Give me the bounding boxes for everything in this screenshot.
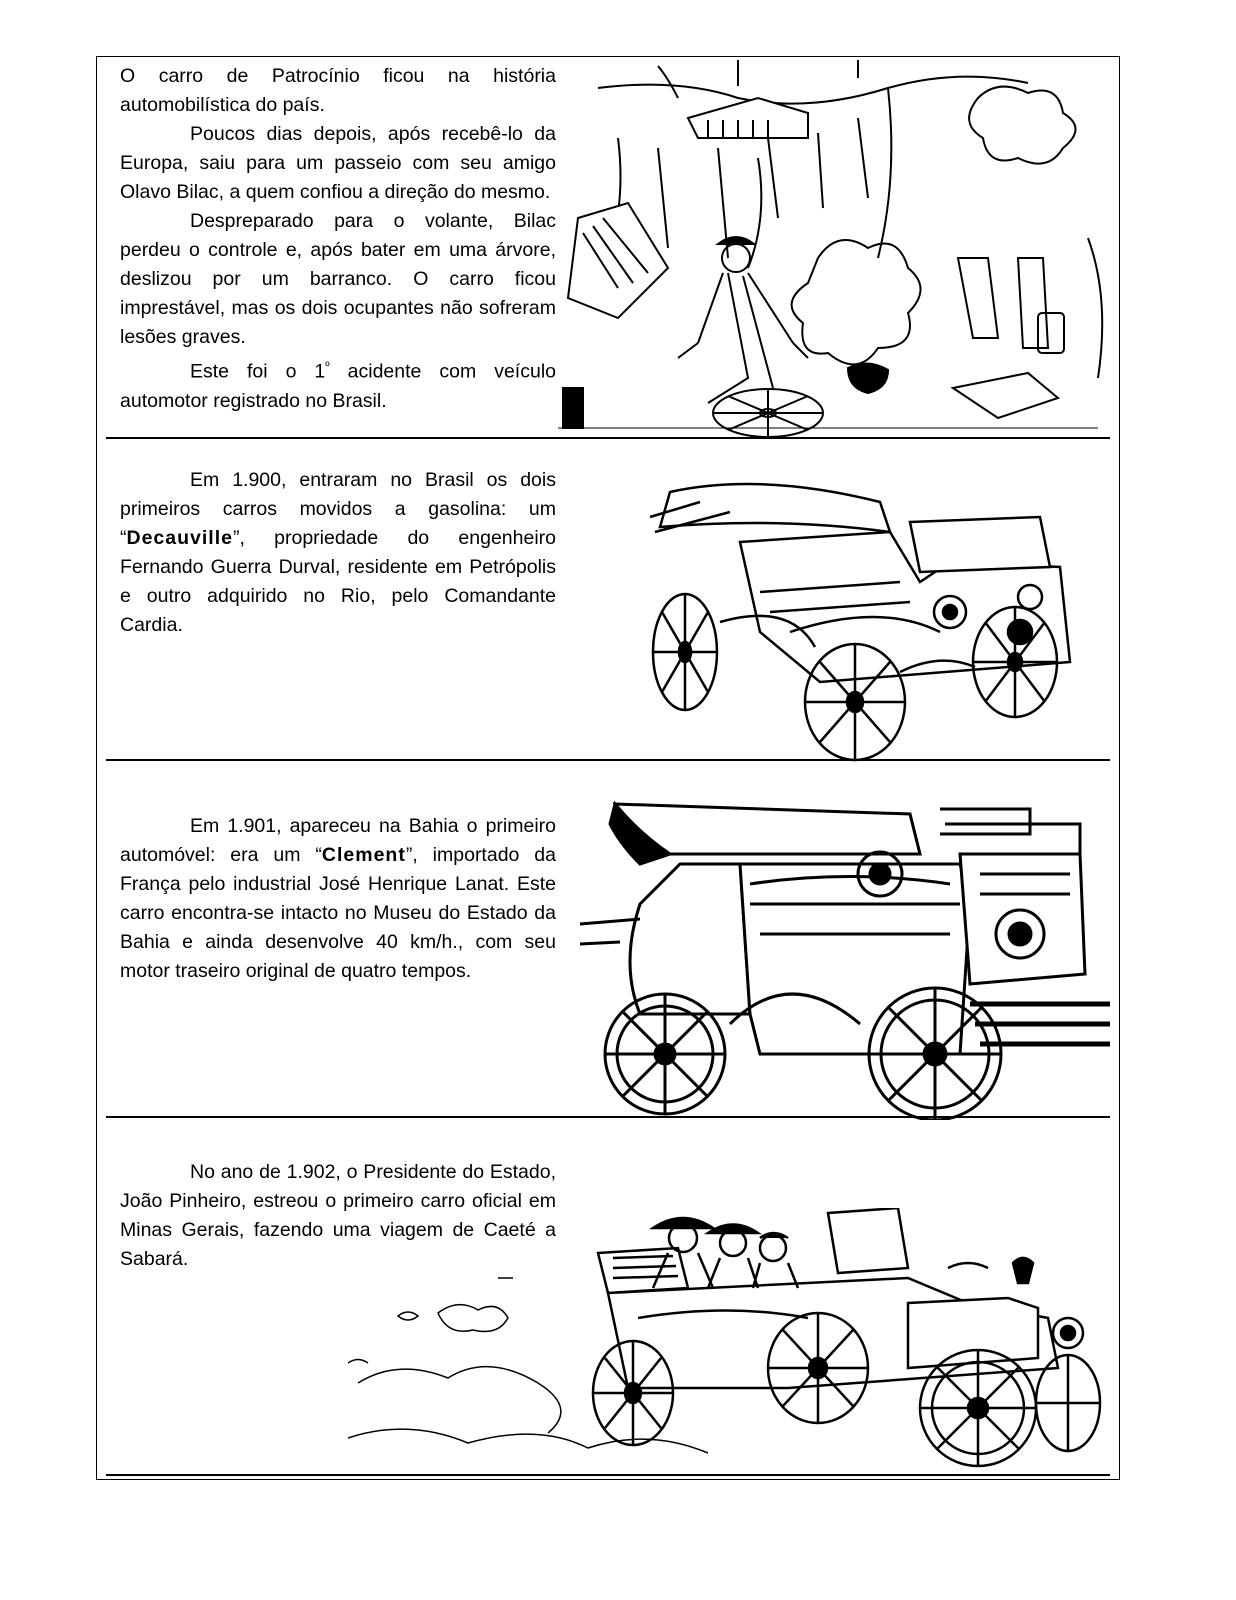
accident-illustration [558,58,1110,440]
official-car-illustration [348,1208,1110,1470]
section-1-text: O carro de Patrocínio ficou na história … [120,62,556,416]
section-1-paragraph-3: Despreparado para o volante, Bilac perde… [120,210,556,348]
section-4-paragraph: No ano de 1.902, o Presidente do Estado,… [120,1161,556,1270]
section-3-text: Em 1.901, apareceu na Bahia o primeiro a… [120,812,556,986]
section-2-text-start: Em 1.900, entraram no Brasil os dois pri… [120,469,556,549]
clement-name: Clement [321,844,406,866]
decauville-name: Decauville [126,527,233,549]
section-3-text-start: Em 1.901, apareceu na Bahia o primeiro a… [120,815,556,866]
decauville-illustration [640,472,1080,762]
section-3-text-end: ”, importado da França pelo industrial J… [120,844,556,982]
section-1-paragraph-4: Este foi o 1º acidente com veículo autom… [120,352,556,416]
divider-1 [106,437,1110,439]
paragraph-4-text-start: Este foi o 1 [190,360,326,383]
section-3-paragraph: Em 1.901, apareceu na Bahia o primeiro a… [120,812,556,986]
section-4-text: No ano de 1.902, o Presidente do Estado,… [120,1158,556,1274]
paragraph-4-text-end: acidente com veículo automotor registrad… [120,360,556,412]
divider-3 [106,1116,1110,1118]
clement-car-drawing-icon [580,800,1110,1120]
section-2-text-end: ”, propriedade do engenheiro Fernando Gu… [120,527,556,636]
clement-illustration [580,794,1110,1120]
ordinal-indicator: º [325,359,330,373]
section-1-paragraph-2: Poucos dias depois, após recebê-lo da Eu… [120,123,556,203]
divider-4 [106,1474,1110,1476]
section-2-text: Em 1.900, entraram no Brasil os dois pri… [120,466,556,640]
section-1-paragraph-1: O carro de Patrocínio ficou na história … [120,65,556,116]
accident-drawing-icon [558,60,1104,438]
divider-2 [106,759,1110,761]
decauville-car-drawing-icon [649,482,1072,762]
official-car-drawing-icon [348,1208,1102,1468]
page-frame [96,56,1120,1480]
section-2-paragraph: Em 1.900, entraram no Brasil os dois pri… [120,466,556,640]
